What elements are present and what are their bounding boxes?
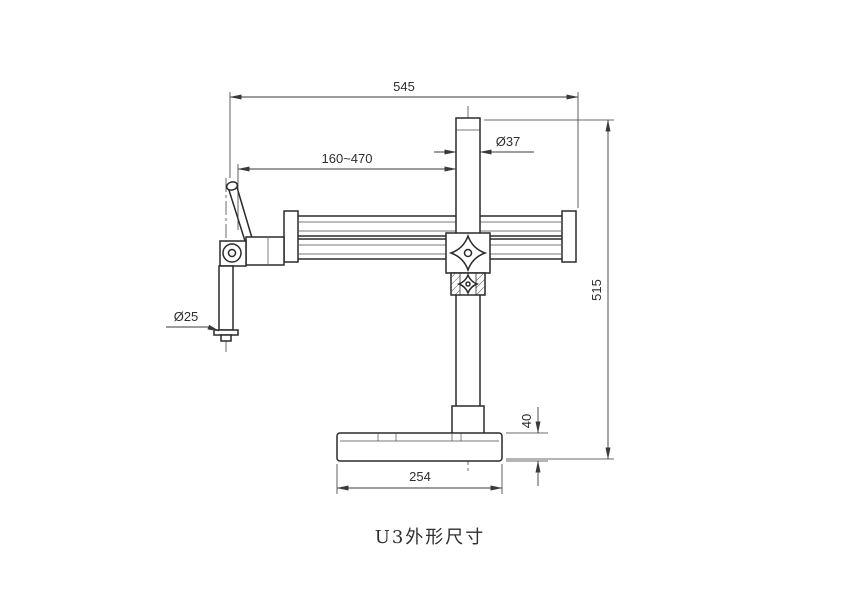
dim-total-height: 515 [484, 119, 614, 460]
dim-rod-diameter: Ø25 [166, 309, 220, 332]
center-hub [445, 232, 491, 296]
horizontal-arm [283, 210, 577, 263]
dim-total-width: 545 [229, 79, 579, 208]
focus-holder-assembly [213, 181, 285, 342]
arm-bottom-rail [296, 238, 564, 260]
hub-knob-center [463, 248, 473, 258]
base-plate [336, 432, 503, 462]
dim-column-diameter: Ø37 [434, 134, 534, 155]
dim-label-column-diameter: Ø37 [496, 134, 521, 149]
dim-label-total-width: 545 [393, 79, 415, 94]
drawing-title: U3外形尺寸 [375, 527, 486, 548]
arm-right-end-cap [561, 210, 577, 263]
tension-lever [227, 183, 253, 243]
dim-reach-range: 160~470 [237, 151, 457, 230]
column-bottom-collar [451, 405, 485, 435]
lower-knob-center [465, 281, 471, 287]
dim-base-height: 40 [506, 407, 548, 486]
base-outline [336, 432, 503, 462]
dim-label-rod-diameter: Ø25 [174, 309, 199, 324]
leader-arrow-25 [207, 324, 220, 332]
arm-top-rail [296, 215, 564, 237]
dim-base-width: 254 [336, 464, 503, 494]
holder-block [245, 236, 285, 266]
holder-rod [218, 265, 234, 331]
dim-label-base-width: 254 [409, 469, 431, 484]
arm-left-end-cap [283, 210, 299, 263]
rod-end [220, 334, 232, 342]
dim-label-base-height: 40 [519, 414, 534, 428]
dim-label-reach-range: 160~470 [322, 151, 373, 166]
pivot-center [227, 248, 237, 258]
lever-tip [225, 181, 239, 191]
dim-label-total-height: 515 [589, 279, 604, 301]
